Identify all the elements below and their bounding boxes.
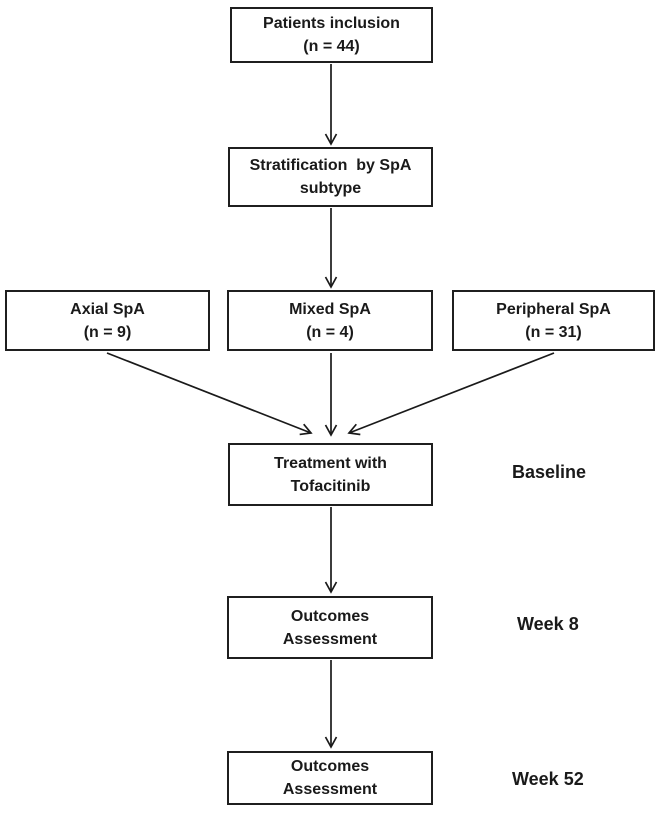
node-patients-inclusion-label: Patients inclusion — [263, 15, 400, 32]
node-axial-spa: Axial SpA (n = 9) — [5, 290, 210, 351]
node-outcomes-week52-label-line1: Outcomes — [290, 758, 370, 775]
node-mixed-spa: Mixed SpA (n = 4) — [227, 290, 433, 351]
node-mixed-spa-label: Mixed SpA — [289, 300, 371, 318]
timepoint-label-week52: Week 52 — [512, 769, 584, 789]
arrow-axial-to-treatment — [106, 352, 313, 436]
timepoint-label-week8: Week 8 — [517, 614, 579, 634]
node-mixed-spa-count: (n = 4) — [306, 323, 354, 341]
node-peripheral-spa: Peripheral SpA (n = 31) — [452, 290, 655, 351]
node-stratification: Stratification by SpA subtype — [228, 147, 433, 207]
node-axial-spa-label: Axial SpA — [70, 300, 145, 318]
node-outcomes-week52-label-line2: Assessment — [282, 781, 378, 798]
node-patients-inclusion: Patients inclusion (n = 44) — [230, 7, 433, 63]
node-outcomes-assessment-week52: Outcomes Assessment — [227, 751, 433, 805]
node-treatment-label-line1: Treatment with — [274, 454, 387, 472]
node-axial-spa-count: (n = 9) — [83, 323, 132, 341]
node-outcomes-assessment-week8: Outcomes Assessment — [227, 596, 433, 659]
node-peripheral-spa-count: (n = 31) — [525, 323, 582, 341]
node-outcomes-week8-label-line1: Outcomes — [290, 607, 370, 625]
timepoint-label-baseline: Baseline — [512, 462, 587, 482]
node-peripheral-spa-label: Peripheral SpA — [496, 300, 611, 318]
arrow-peripheral-to-treatment — [347, 352, 555, 436]
node-treatment-tofacitinib: Treatment with Tofacitinib — [228, 443, 433, 506]
node-outcomes-week8-label-line2: Assessment — [282, 630, 378, 648]
node-treatment-label-line2: Tofacitinib — [290, 477, 371, 495]
node-patients-inclusion-count: (n = 44) — [303, 38, 360, 55]
node-stratification-label-line1: Stratification by SpA — [249, 157, 412, 174]
node-stratification-label-line2: subtype — [299, 180, 362, 197]
